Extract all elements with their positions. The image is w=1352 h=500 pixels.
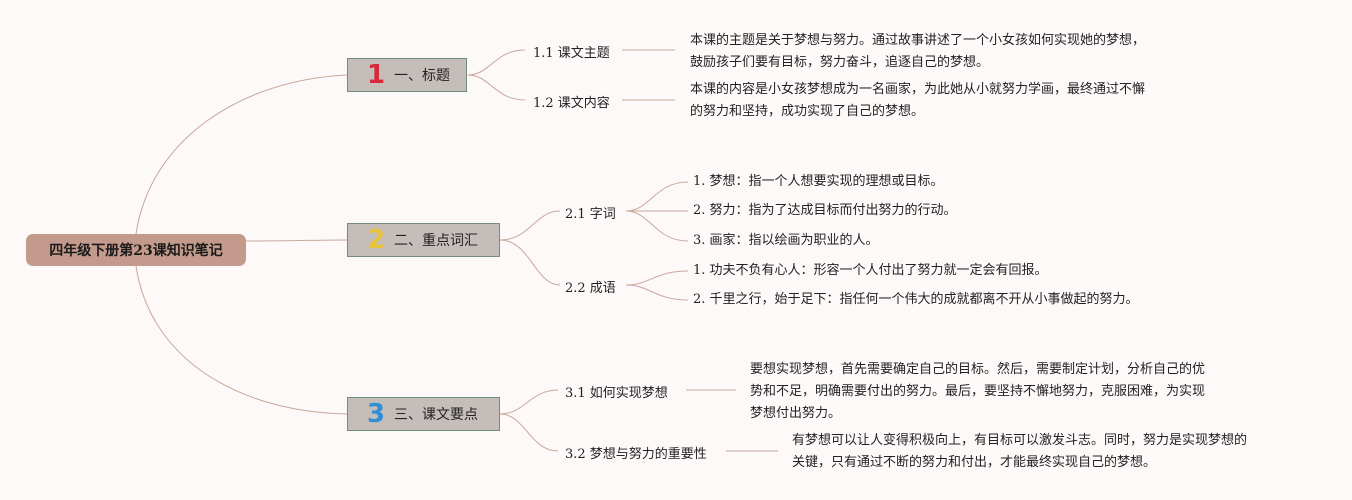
link-c21-i3 — [625, 210, 689, 242]
note-3-2: 有梦想可以让人变得积极向上，有目标可以激发斗志。同时，努力是实现梦想的 关键，只… — [792, 430, 1312, 474]
branch-number: 2 — [366, 225, 386, 255]
note-line: 本课的内容是小女孩梦想成为一名画家，为此她从小就努力学画，最终通过不懈 — [690, 82, 1146, 97]
note-line: 本课的主题是关于梦想与努力。通过故事讲述了一个小女孩如何实现她的梦想， — [690, 33, 1146, 48]
link-c21-i1 — [625, 181, 689, 212]
link-b1-c1 — [467, 49, 526, 76]
branch-label: 一、标题 — [394, 68, 450, 84]
branch-label: 二、重点词汇 — [394, 233, 478, 249]
vocab-item: 2. 努力：指为了达成目标而付出努力的行动。 — [693, 203, 957, 218]
branch-title[interactable]: 1 一、标题 — [347, 58, 467, 92]
note-line: 有梦想可以让人变得积极向上，有目标可以激发斗志。同时，努力是实现梦想的 — [792, 433, 1248, 448]
branch-vocabulary[interactable]: 2 二、重点词汇 — [347, 223, 500, 257]
link-c22-i2 — [625, 284, 689, 301]
topic-3-1[interactable]: 3.1 如何实现梦想 — [565, 386, 668, 401]
note-line: 梦想付出努力。 — [750, 406, 842, 421]
branch-number: 1 — [366, 60, 386, 90]
link-b2-c1 — [499, 210, 561, 241]
root-topic[interactable]: 四年级下册第23课知识笔记 — [26, 234, 246, 266]
note-1-2: 本课的内容是小女孩梦想成为一名画家，为此她从小就努力学画，最终通过不懈 的努力和… — [690, 79, 1190, 123]
vocab-item: 1. 梦想：指一个人想要实现的理想或目标。 — [693, 174, 944, 189]
topic-2-2[interactable]: 2.2 成语 — [565, 281, 616, 296]
link-b2-c2 — [499, 239, 561, 286]
topic-1-1[interactable]: 1.1 课文主题 — [533, 46, 610, 61]
link-root-b2 — [245, 239, 348, 242]
note-line: 要想实现梦想，首先需要确定自己的目标。然后，需要制定计划，分析自己的优 — [750, 362, 1206, 377]
note-line: 关键，只有通过不断的努力和付出，才能最终实现自己的梦想。 — [792, 455, 1157, 470]
note-line: 的努力和坚持，成功实现了自己的梦想。 — [690, 104, 925, 119]
branch-key-points[interactable]: 3 三、课文要点 — [347, 397, 500, 431]
idiom-item: 1. 功夫不负有心人：形容一个人付出了努力就一定会有回报。 — [693, 263, 1048, 278]
note-line: 鼓励孩子们要有目标，努力奋斗，追逐自己的梦想。 — [690, 55, 990, 70]
vocab-item: 3. 画家：指以绘画为职业的人。 — [693, 233, 879, 248]
link-b3-c2 — [499, 413, 559, 452]
branch-label: 三、课文要点 — [394, 407, 478, 423]
branch-number: 3 — [366, 399, 386, 429]
link-b1-c2 — [467, 74, 526, 101]
note-1-1: 本课的主题是关于梦想与努力。通过故事讲述了一个小女孩如何实现她的梦想， 鼓励孩子… — [690, 30, 1190, 74]
topic-2-1[interactable]: 2.1 字词 — [565, 207, 616, 222]
idiom-item: 2. 千里之行，始于足下：指任何一个伟大的成就都离不开从小事做起的努力。 — [693, 292, 1139, 307]
link-b3-c1 — [499, 389, 559, 415]
note-3-1: 要想实现梦想，首先需要确定自己的目标。然后，需要制定计划，分析自己的优 势和不足… — [750, 359, 1270, 425]
link-root-b3 — [135, 265, 348, 415]
topic-3-2[interactable]: 3.2 梦想与努力的重要性 — [565, 447, 707, 462]
link-root-b1 — [135, 74, 348, 235]
topic-1-2[interactable]: 1.2 课文内容 — [533, 96, 610, 111]
note-line: 势和不足，明确需要付出的努力。最后，要坚持不懈地努力，克服困难，为实现 — [750, 384, 1206, 399]
link-c22-i1 — [625, 270, 689, 286]
